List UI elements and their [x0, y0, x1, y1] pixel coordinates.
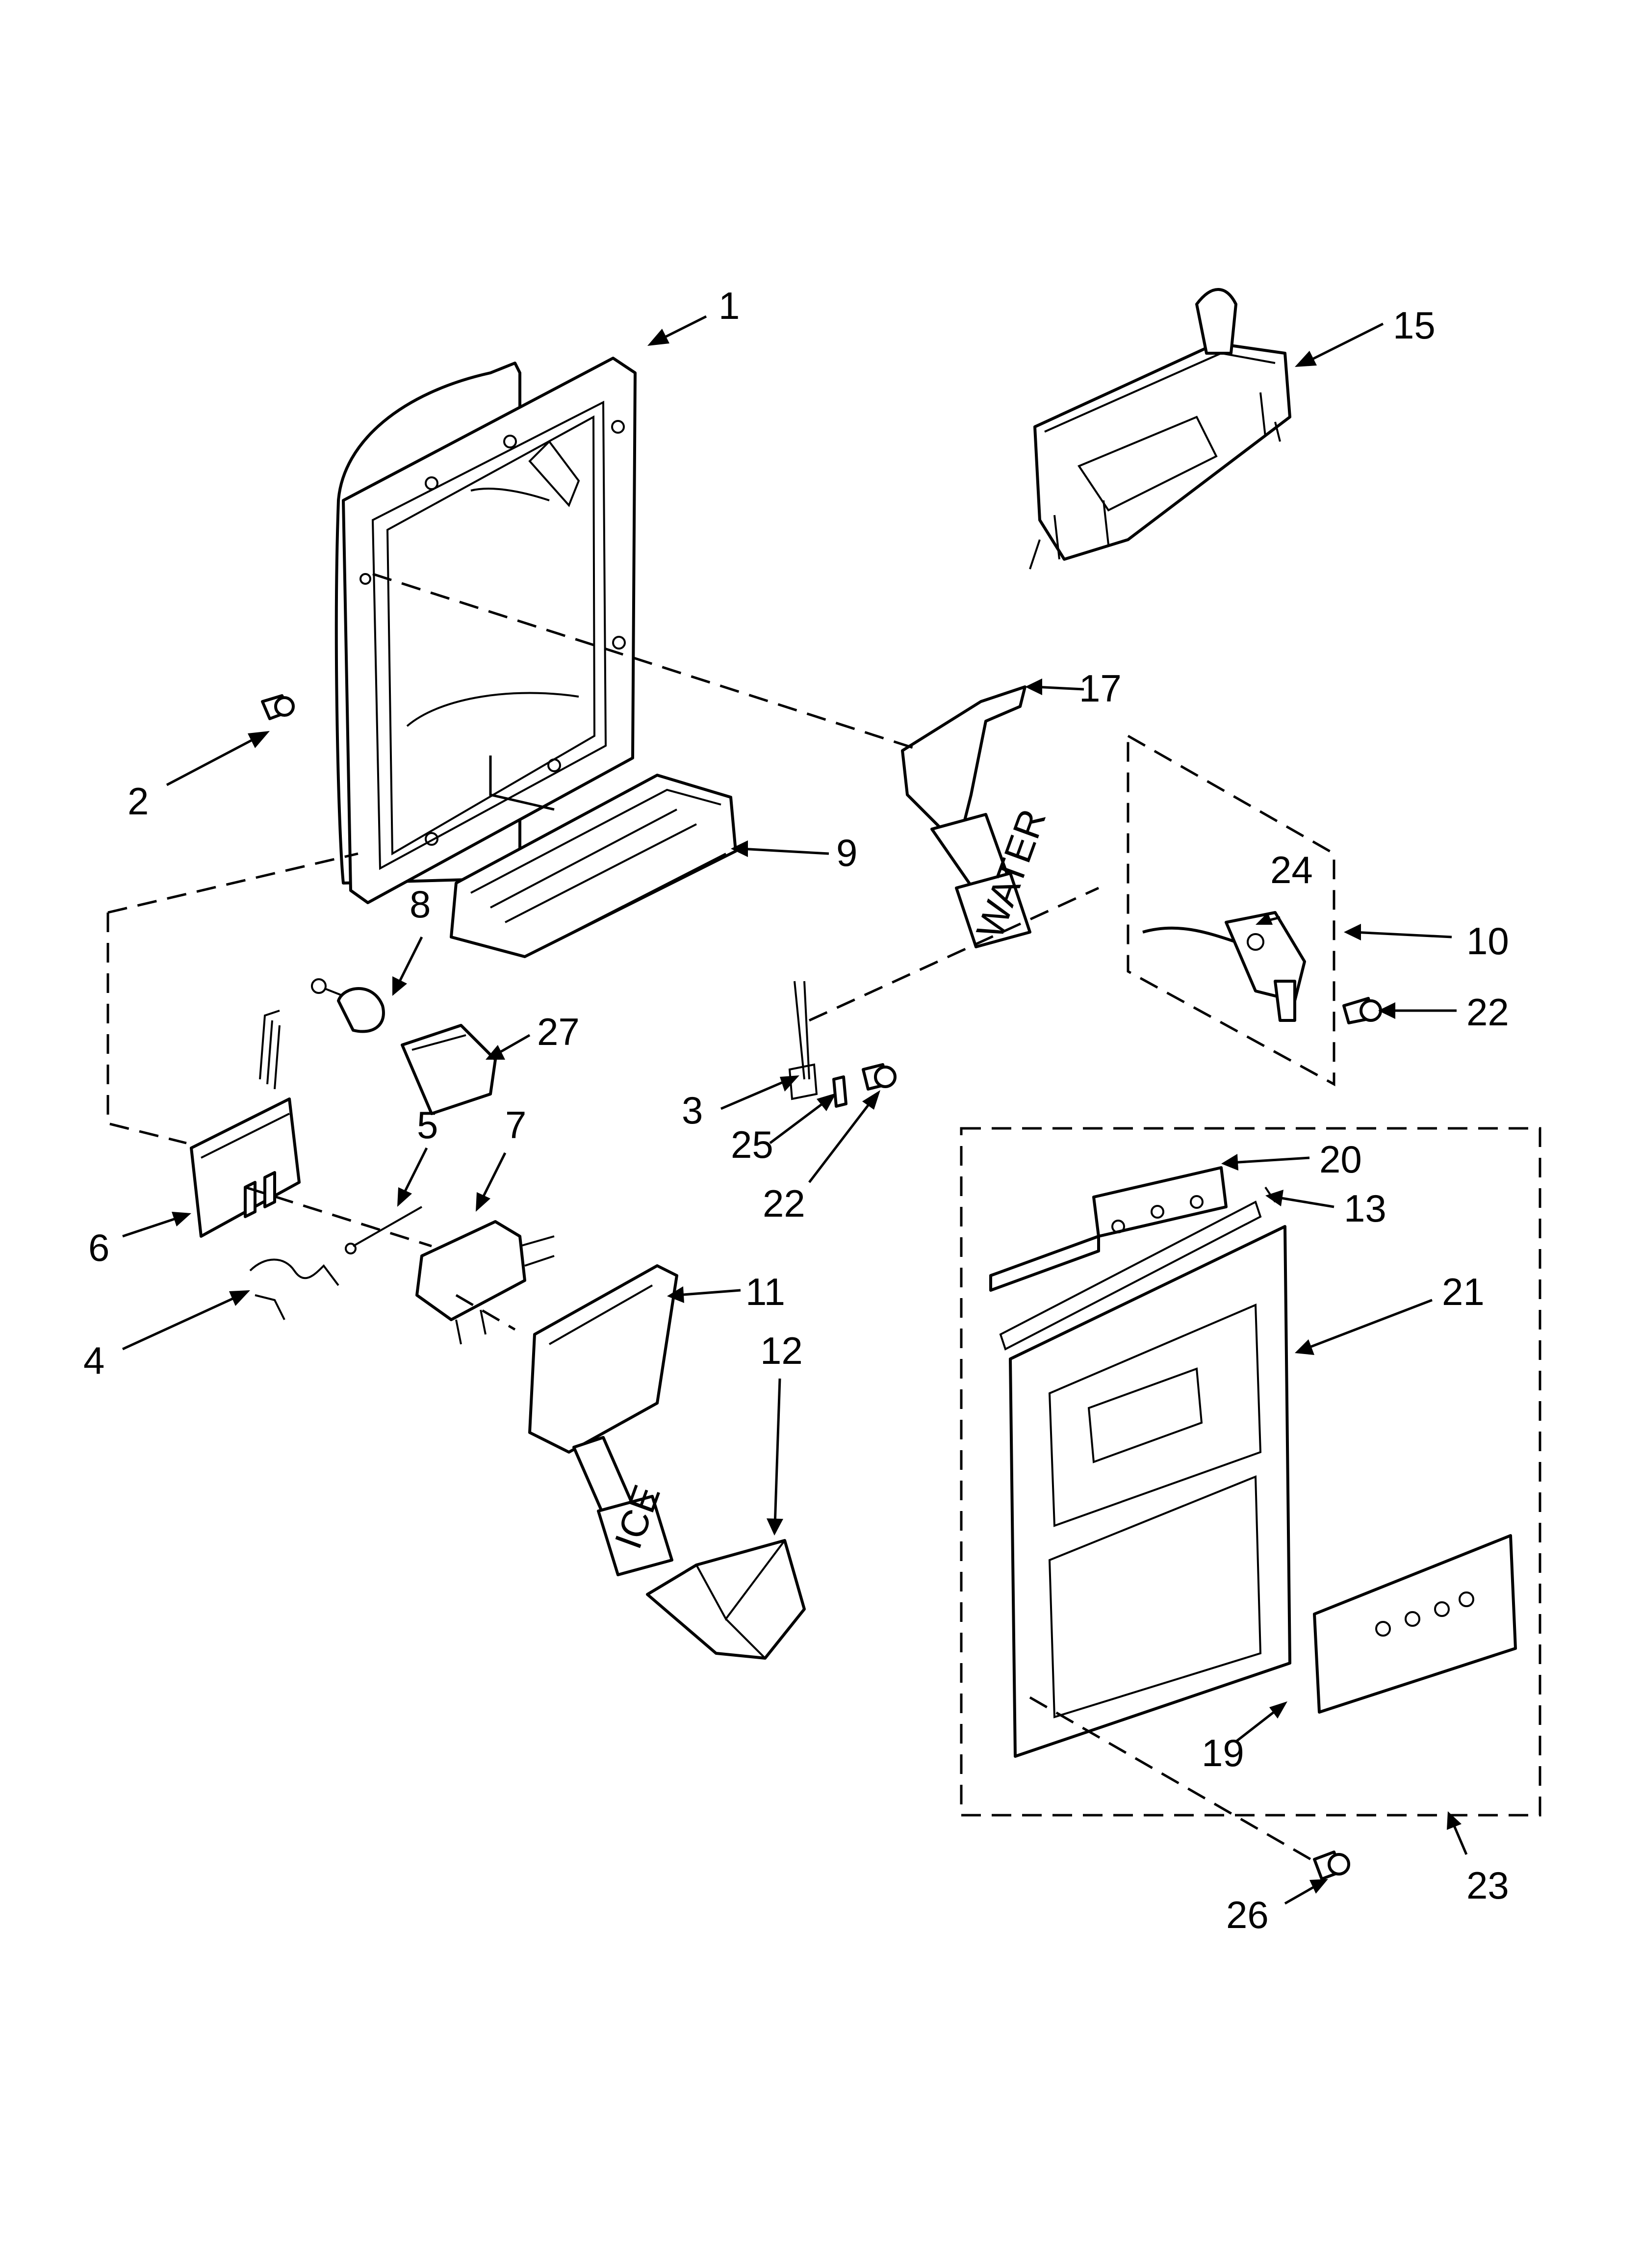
part-19-control-label [1313, 1534, 1517, 1714]
callout-23: 23 [1466, 1864, 1509, 1907]
part-8-solenoid [311, 978, 385, 1033]
callout-27: 27 [537, 1010, 580, 1053]
callout-10: 10 [1466, 919, 1509, 963]
part-25-insulator [832, 1075, 847, 1108]
callout-22a: 22 [1466, 991, 1509, 1034]
callout-3: 3 [682, 1089, 703, 1132]
part-12-ice-chute [646, 1539, 806, 1660]
callout-13: 13 [1344, 1187, 1386, 1230]
callout-4: 4 [83, 1339, 104, 1382]
callout-5: 5 [417, 1103, 438, 1147]
part-11-ice-lever: ICE [528, 1264, 678, 1576]
part-3-switch-bracket [788, 981, 818, 1100]
callout-20: 20 [1319, 1138, 1362, 1181]
part-7-ice-door [415, 1220, 555, 1345]
part-27-cover [401, 1024, 497, 1115]
part-5-pin [345, 1206, 422, 1254]
part-9-drip-tray [450, 774, 737, 958]
part-10-switch-assembly [1127, 733, 1335, 1087]
callout-7: 7 [505, 1103, 526, 1147]
callout-17: 17 [1079, 667, 1122, 710]
part-15-dispenser-module [1029, 288, 1291, 570]
callout-11: 11 [745, 1270, 785, 1313]
callout-24: 24 [1270, 848, 1313, 891]
part-22-screw-middle [862, 1063, 897, 1091]
part-23-panel-assembly [960, 1127, 1541, 1817]
callout-6: 6 [88, 1226, 109, 1269]
callout-8: 8 [410, 883, 431, 926]
part-20-control-board [1092, 1166, 1228, 1238]
callout-15: 15 [1393, 304, 1436, 347]
part-4-spring [249, 1258, 339, 1320]
part-26-screw [1313, 1851, 1350, 1880]
callout-2: 2 [128, 780, 149, 823]
part-1-dispenser-housing [334, 357, 637, 904]
callout-21: 21 [1442, 1270, 1485, 1313]
callout-9: 9 [836, 831, 857, 874]
part-22-screw-right [1342, 997, 1382, 1024]
leader-arrows [122, 315, 1468, 1905]
callout-12: 12 [760, 1329, 803, 1372]
callout-22b: 22 [763, 1182, 805, 1225]
callout-26: 26 [1226, 1893, 1269, 1936]
callout-19: 19 [1202, 1731, 1244, 1774]
callout-25: 25 [731, 1123, 773, 1166]
part-2-screw [261, 694, 295, 720]
part-17-water-lever: WATER [901, 685, 1054, 948]
callout-1: 1 [718, 284, 740, 327]
callout-labels: 1 15 17 2 9 24 10 22 8 27 3 25 22 5 7 6 … [83, 284, 1509, 1936]
assembly-lines [106, 573, 1320, 1866]
part-6-motor [190, 1010, 301, 1238]
